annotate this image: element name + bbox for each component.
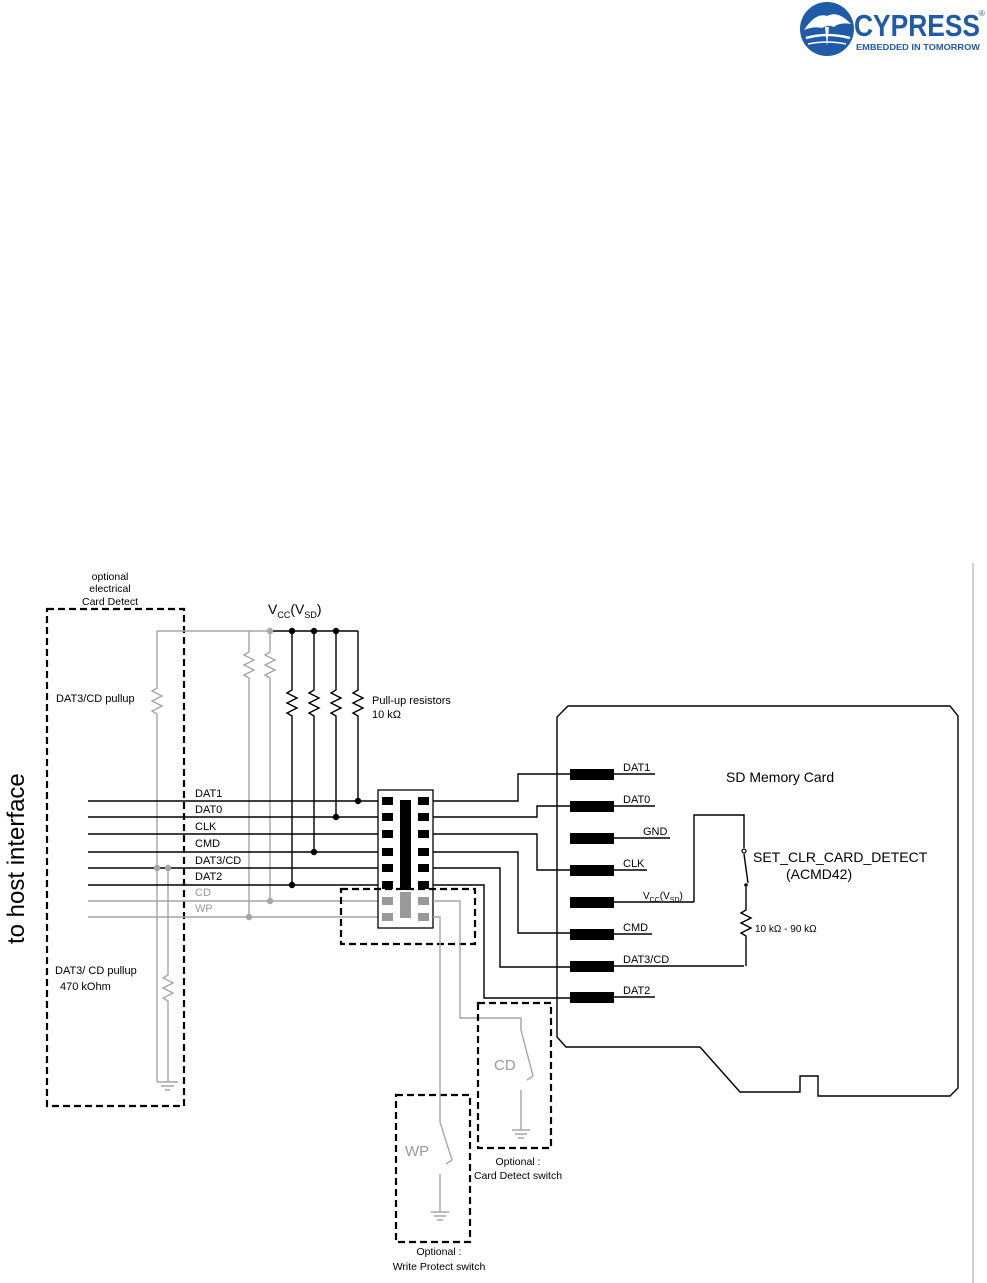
cypress-logo: CYPRESS ® EMBEDDED IN TOMORROW <box>796 0 986 64</box>
cd-switch-icon <box>512 1018 534 1139</box>
card-detect-vcc-wire <box>693 814 745 902</box>
wp-switch-icon <box>431 1092 453 1221</box>
card-detect-switch-blade <box>743 853 749 884</box>
signal-label-cd: CD <box>195 887 211 899</box>
signal-label-dat1: DAT1 <box>195 788 222 800</box>
wp-pullup-resistor <box>242 631 256 917</box>
wire-cmd <box>433 851 570 934</box>
wire-dat0 <box>433 805 570 818</box>
host-interface-label: to host interface <box>3 773 30 944</box>
pullup-resistor-cmd <box>307 631 321 852</box>
pullup-resistor-dat1 <box>351 631 365 801</box>
logo-trademark: ® <box>979 9 985 18</box>
optional-detect-box <box>45 607 186 1108</box>
pullup-bottom-label-1: DAT3/ CD pullup <box>55 965 137 977</box>
pullup-resistor-dat2 <box>285 631 299 885</box>
pullup-bottom-label-2: 470 kOhm <box>60 981 111 993</box>
wp-caption-2: Write Protect switch <box>393 1261 486 1273</box>
wire-clk <box>433 833 570 871</box>
card-pin-leads <box>614 773 744 998</box>
cd-caption-2: Card Detect switch <box>474 1170 562 1182</box>
card-socket <box>377 789 434 929</box>
card-pin-gnd: GND <box>643 826 668 838</box>
card-pin-dat0: DAT0 <box>623 794 650 806</box>
cd-caption-1: Optional : <box>496 1156 541 1168</box>
card-pin-dat3: DAT3/CD <box>623 954 669 966</box>
cd-switch-label: CD <box>494 1057 516 1074</box>
card-pin-vcc: VCC(VSD) <box>643 891 683 904</box>
wp-switch-box <box>394 1093 472 1244</box>
pullup-resistors-label-2: 10 kΩ <box>372 709 401 721</box>
wp-switch-label: WP <box>405 1143 429 1160</box>
signal-label-dat3: DAT3/CD <box>195 855 241 867</box>
signal-label-wp: WP <box>195 903 213 915</box>
tree-globe-icon <box>800 2 854 56</box>
card-detect-contact-bottom <box>744 883 748 887</box>
card-detect-resistor <box>739 887 753 966</box>
wp-caption-1: Optional : <box>417 1246 462 1258</box>
cd-switch-box <box>476 1001 553 1150</box>
vcc-label: VCC(VSD) <box>268 601 322 620</box>
logo-wordmark: CYPRESS <box>854 8 980 43</box>
sd-card-outline <box>556 705 959 1097</box>
card-resistor-label: 10 kΩ - 90 kΩ <box>755 924 817 935</box>
signal-label-dat2: DAT2 <box>195 871 222 883</box>
optional-detect-label-1: optional <box>92 571 129 583</box>
card-detect-contact-top <box>741 848 747 854</box>
dat3-pullup-line <box>150 631 164 1082</box>
pullup-resistors-label-1: Pull-up resistors <box>372 695 451 707</box>
optional-detect-label-3: Card Detect <box>82 596 138 608</box>
wire-dat3 <box>433 867 570 968</box>
card-pins <box>570 769 614 1003</box>
cd-pullup-resistor <box>263 631 277 901</box>
socket-switch-box <box>339 887 477 946</box>
command-label-2: (ACMD42) <box>786 866 852 882</box>
junction-dots <box>153 627 362 921</box>
wire-wp-switch <box>433 916 441 1092</box>
wire-dat2 <box>433 884 570 999</box>
card-pin-dat1: DAT1 <box>623 762 650 774</box>
signal-label-dat0: DAT0 <box>195 804 222 816</box>
logo-tagline: EMBEDDED IN TOMORROW <box>856 42 980 52</box>
card-pin-clk: CLK <box>623 858 645 870</box>
pullup-top-label: DAT3/CD pullup <box>56 693 135 705</box>
signal-label-clk: CLK <box>195 821 217 833</box>
card-pin-dat2: DAT2 <box>623 985 650 997</box>
wire-dat1 <box>433 773 570 802</box>
pullup-resistor-dat0 <box>329 631 343 817</box>
card-pin-cmd: CMD <box>623 922 648 934</box>
sd-card-title: SD Memory Card <box>726 769 834 785</box>
dat3-pulldown-line <box>161 868 175 1082</box>
signal-label-cmd: CMD <box>195 838 220 850</box>
optional-detect-label-2: electrical <box>89 583 130 595</box>
left-ground-icon <box>157 1081 178 1091</box>
command-label-1: SET_CLR_CARD_DETECT <box>753 849 928 865</box>
wire-cd-switch <box>433 900 521 1019</box>
